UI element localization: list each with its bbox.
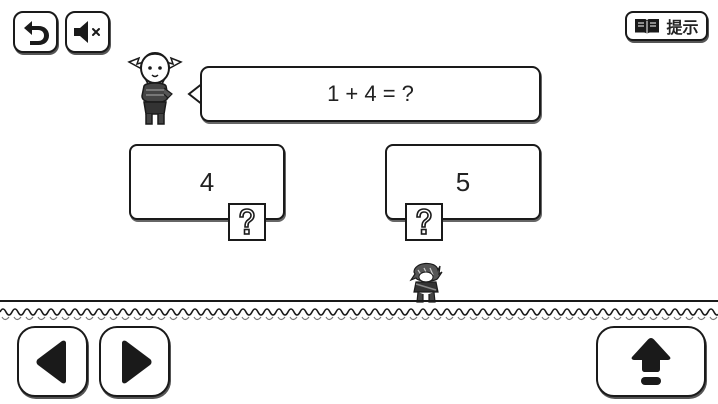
- speech-bubble-tail: [187, 82, 204, 106]
- answer-value: 4: [199, 166, 215, 197]
- move-left-button[interactable]: [17, 326, 88, 397]
- open-book-icon: [635, 19, 660, 34]
- question-mark-block-2[interactable]: [405, 203, 443, 241]
- jump-arrow-up-icon: [631, 337, 671, 385]
- triangle-left-icon: [36, 340, 66, 383]
- triangle-right-icon: [121, 340, 151, 383]
- question-mark-block-icon: [416, 208, 432, 235]
- question-mark-block-1[interactable]: [228, 203, 266, 241]
- hint-label: 提示: [666, 20, 699, 37]
- mute-button[interactable]: [65, 11, 110, 53]
- answer-value: 5: [455, 166, 471, 197]
- hint-button[interactable]: 提示: [625, 11, 708, 41]
- grass-strip: [0, 308, 718, 321]
- move-right-button[interactable]: [99, 326, 170, 397]
- question-text: 1 + 4 = ?: [327, 81, 414, 106]
- question-mark-block-icon: [239, 208, 255, 235]
- back-button[interactable]: [13, 11, 58, 53]
- jump-button[interactable]: [596, 326, 706, 397]
- angel-npc-character: [127, 52, 183, 125]
- ground-line: [0, 300, 718, 302]
- question-bubble: 1 + 4 = ?: [200, 66, 541, 122]
- speaker-muted-icon: [73, 21, 100, 43]
- player-character: [409, 262, 443, 303]
- undo-arrow-icon: [23, 21, 49, 45]
